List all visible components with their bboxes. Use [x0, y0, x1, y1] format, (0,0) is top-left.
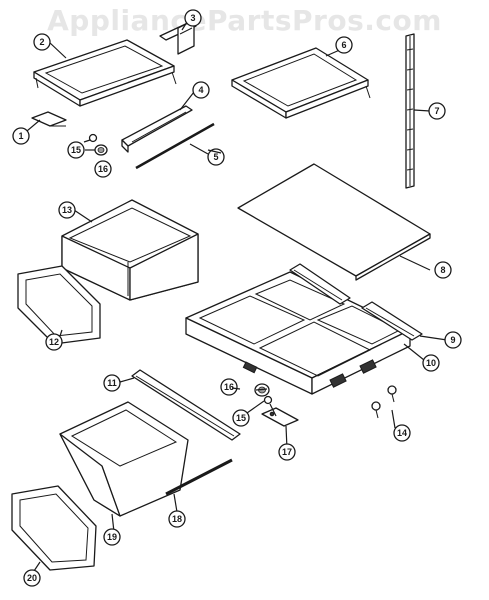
leader-lines	[20, 21, 448, 572]
callout-4: 4	[192, 81, 210, 99]
drawer-front-part-12	[17, 265, 101, 345]
svg-text:18: 18	[172, 514, 182, 524]
cap-part-16-upper	[94, 144, 108, 156]
svg-text:16: 16	[98, 164, 108, 174]
glass-panel-part-8	[237, 163, 431, 281]
svg-text:13: 13	[62, 205, 72, 215]
callout-8: 8	[434, 261, 452, 279]
callout-6: 6	[335, 36, 353, 54]
drawer-front-part-20	[11, 485, 97, 571]
callout-2: 2	[33, 33, 51, 51]
svg-text:17: 17	[282, 447, 292, 457]
svg-text:20: 20	[27, 573, 37, 583]
svg-text:5: 5	[213, 152, 218, 162]
drawer-part-13	[61, 199, 199, 301]
svg-text:15: 15	[71, 145, 81, 155]
side-rail-part-9-lower	[361, 301, 423, 341]
svg-text:11: 11	[107, 378, 117, 388]
leader-5-extra	[207, 149, 222, 154]
rod-part-18	[165, 458, 233, 496]
svg-text:7: 7	[434, 106, 439, 116]
svg-text:1: 1	[18, 131, 23, 141]
ladder-rail-part-7	[405, 33, 415, 189]
svg-text:14: 14	[397, 428, 407, 438]
clip-part-1	[31, 111, 67, 127]
screw-part-15-lower	[263, 395, 273, 405]
svg-text:2: 2	[39, 37, 44, 47]
screws-part-14	[371, 385, 397, 419]
svg-text:6: 6	[341, 40, 346, 50]
callout-9: 9	[444, 331, 462, 349]
svg-text:9: 9	[450, 335, 455, 345]
screw-part-15-upper	[88, 133, 98, 143]
leader-15-lower	[246, 400, 265, 414]
rail-part-4	[121, 105, 193, 153]
watermark: AppliancePartsPros.com	[47, 4, 442, 37]
callout-3: 3	[184, 9, 202, 27]
callout-20: 20	[23, 569, 41, 587]
svg-text:15: 15	[236, 413, 246, 423]
callout-18: 18	[168, 510, 186, 528]
callout-15-lower: 15	[232, 409, 250, 427]
long-rail-part-11	[131, 369, 241, 441]
callout-7: 7	[428, 102, 446, 120]
callout-1: 1	[12, 127, 30, 145]
shelf-part-2	[33, 39, 177, 107]
leader-16-lower	[231, 387, 241, 390]
clip-part-17	[261, 407, 299, 427]
callout-10: 10	[422, 354, 440, 372]
callout-11: 11	[103, 374, 121, 392]
svg-text:3: 3	[190, 13, 195, 23]
callout-14: 14	[393, 424, 411, 442]
callout-15-upper: 15	[67, 141, 85, 159]
svg-text:16: 16	[224, 382, 234, 392]
shelf-part-6	[231, 47, 371, 119]
frame-part-10	[185, 271, 411, 395]
svg-text:19: 19	[107, 532, 117, 542]
svg-text:8: 8	[440, 265, 445, 275]
svg-text:10: 10	[426, 358, 436, 368]
callout-19: 19	[103, 528, 121, 546]
rod-part-5	[135, 122, 215, 170]
bin-part-19	[59, 401, 189, 517]
svg-text:12: 12	[49, 337, 59, 347]
svg-text:4: 4	[198, 85, 203, 95]
callout-12: 12	[45, 333, 63, 351]
callout-16-lower: 16	[220, 378, 238, 396]
callout-13: 13	[58, 201, 76, 219]
callout-16-upper: 16	[94, 160, 112, 178]
callout-17: 17	[278, 443, 296, 461]
side-rail-part-9-upper	[289, 263, 351, 305]
